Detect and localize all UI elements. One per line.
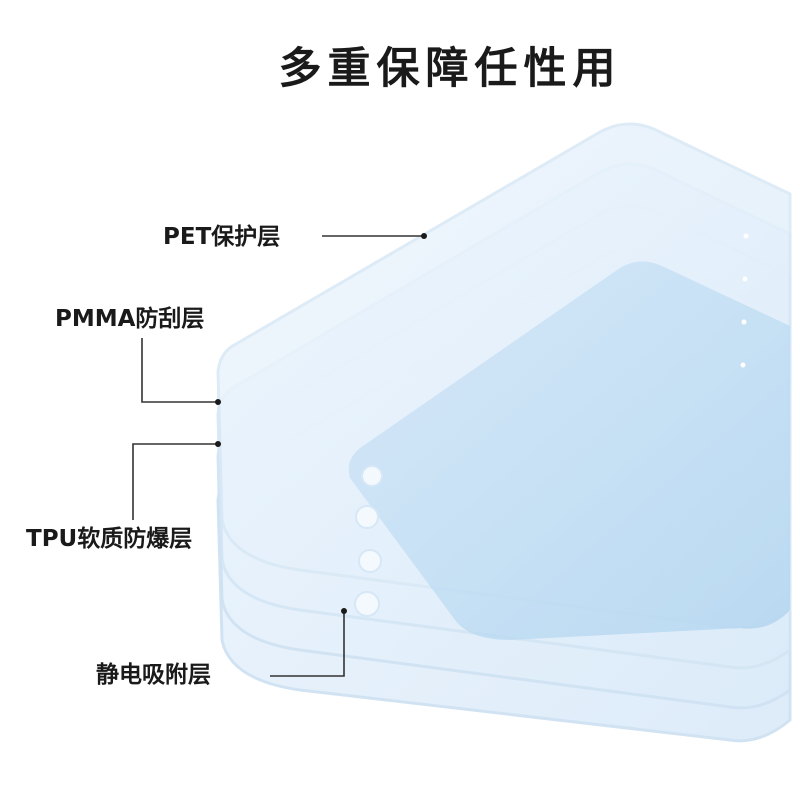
label-pmma-layer: PMMA防刮层: [55, 306, 205, 332]
screen-area: [348, 261, 790, 640]
label-static-layer: 静电吸附层: [96, 662, 211, 688]
leader-dots: [215, 233, 427, 614]
tpu-dot: [215, 441, 221, 447]
cutout-circle-4: [354, 591, 380, 617]
cutout-circle-3: [358, 549, 382, 573]
cutout-circle-1: [361, 465, 383, 487]
pet-dot: [421, 233, 427, 239]
label-pet-layer: PET保护层: [163, 224, 281, 250]
label-tpu-layer: TPU软质防爆层: [26, 526, 193, 552]
cutout-circles: [354, 465, 383, 617]
tpu-leader-line: [132, 443, 218, 520]
pmma-leader-line: [141, 338, 218, 403]
page-title: 多重保障任性用: [278, 44, 622, 94]
static-leader-line: [270, 611, 345, 677]
pmma-dot: [215, 399, 221, 405]
static-dot: [341, 608, 347, 614]
leader-lines: [132, 235, 424, 677]
edge-marks: [740, 233, 749, 368]
cutout-circle-2: [355, 505, 379, 529]
